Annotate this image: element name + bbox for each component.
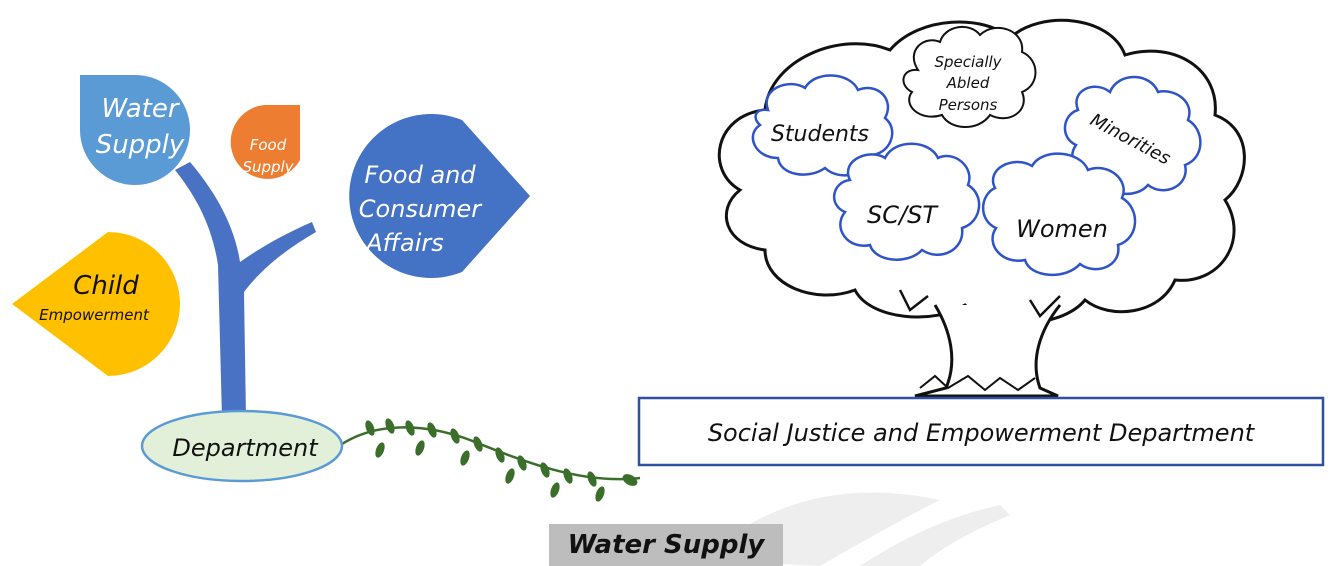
branch-right bbox=[1028, 295, 1061, 318]
child-label: Child bbox=[73, 271, 139, 301]
sjed-label: Social Justice and Empowerment Departmen… bbox=[708, 419, 1256, 447]
vine bbox=[341, 426, 641, 481]
tree-roots bbox=[919, 374, 1036, 392]
food-consumer-label-3: Affairs bbox=[364, 229, 443, 257]
sjed-box bbox=[637, 396, 1325, 467]
food-supply-leaf bbox=[230, 105, 300, 179]
empowerment-label: Empowerment bbox=[39, 306, 150, 324]
students-label: Students bbox=[771, 122, 869, 147]
water-supply-label: Water bbox=[101, 94, 180, 124]
right-tree: Specially Abled Persons Students Minorit… bbox=[637, 18, 1325, 467]
food-supply-label-2: Supply bbox=[242, 158, 294, 176]
specially-abled-cloud bbox=[902, 26, 1037, 128]
department-label: Department bbox=[172, 434, 319, 462]
caption: Water Supply bbox=[549, 524, 783, 566]
women-cloud bbox=[981, 152, 1137, 277]
water-supply-label-2: Supply bbox=[96, 130, 185, 160]
food-consumer-label-2: Consumer bbox=[359, 195, 484, 223]
specially-label-3: Persons bbox=[939, 96, 998, 114]
women-label: Women bbox=[1016, 215, 1108, 243]
food-consumer-label-1: Food and bbox=[364, 161, 476, 189]
food-consumer-leaf bbox=[349, 113, 530, 278]
branch-left bbox=[898, 289, 929, 312]
specially-label-2: Abled bbox=[946, 74, 990, 92]
specially-label-1: Specially bbox=[934, 53, 1002, 71]
scst-cloud bbox=[833, 142, 981, 261]
trunk bbox=[175, 162, 316, 418]
food-supply-label: Food bbox=[250, 136, 287, 154]
water-supply-leaf bbox=[80, 75, 190, 185]
vine-leaves bbox=[365, 418, 638, 502]
left-tree: Water Supply Food Supply Food and Consum… bbox=[12, 75, 641, 502]
scst-label: SC/ST bbox=[867, 201, 939, 229]
child-empowerment-leaf bbox=[12, 232, 180, 376]
department-root bbox=[140, 409, 344, 483]
tree-trunk bbox=[914, 304, 1062, 398]
